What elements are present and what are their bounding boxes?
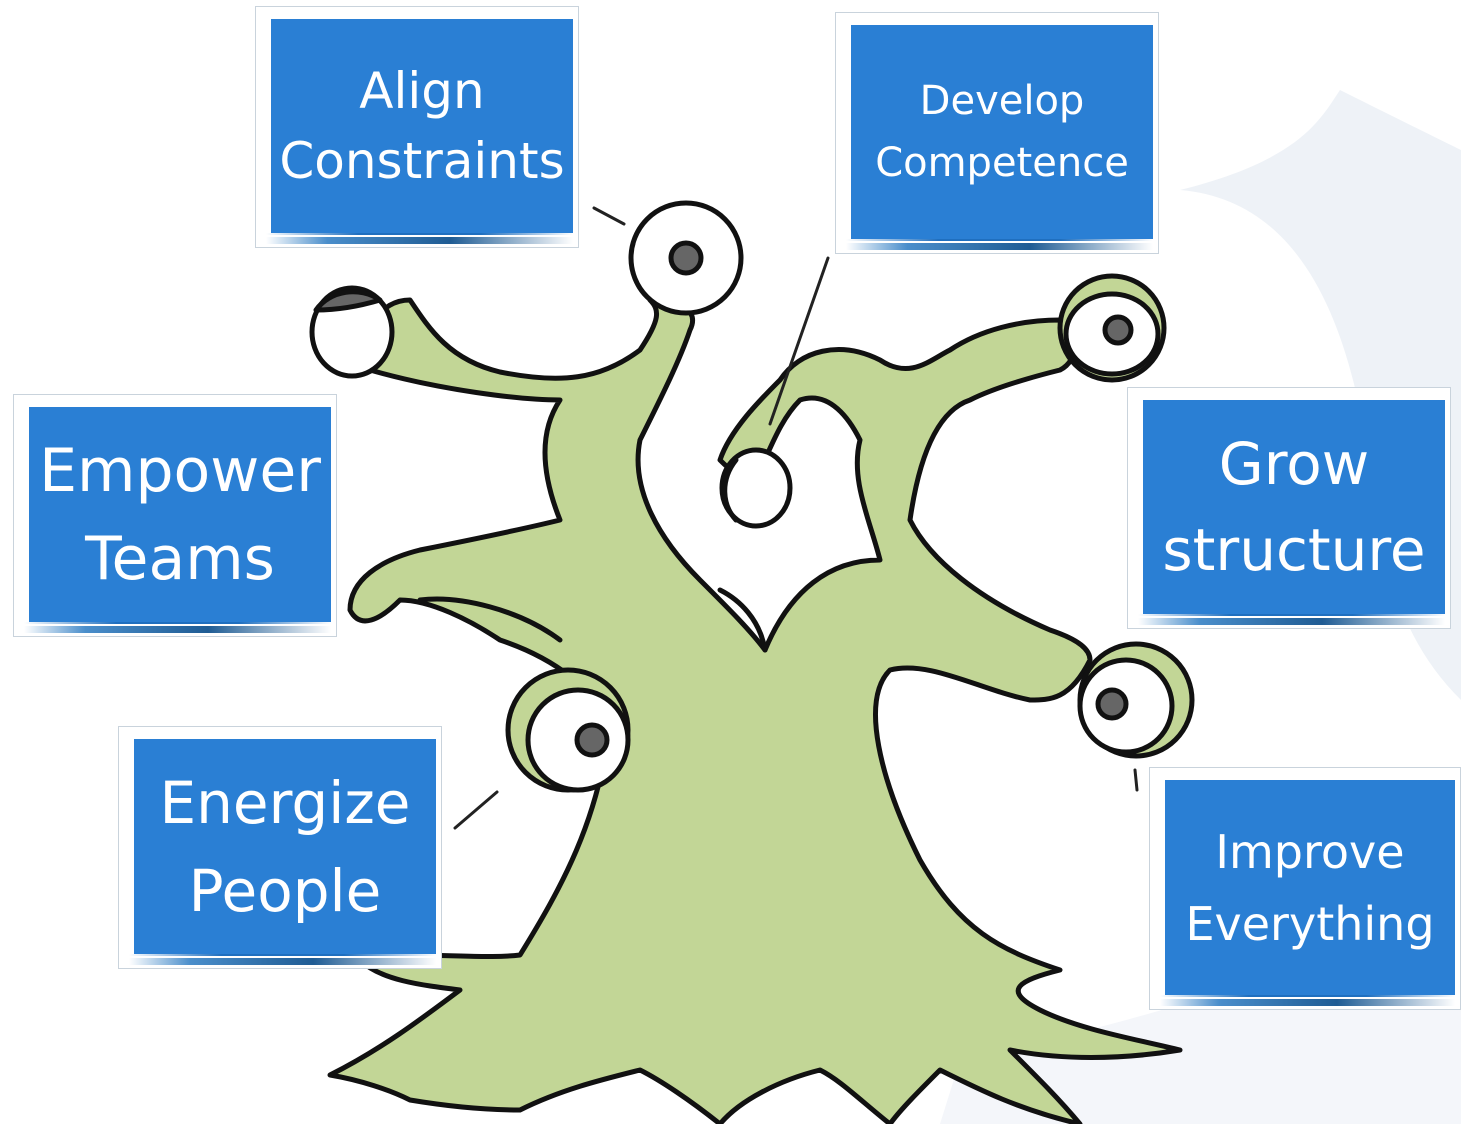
card-label: Energize People bbox=[159, 768, 411, 925]
card-footer-strip bbox=[266, 233, 573, 244]
trunk-curl-line-2 bbox=[717, 587, 768, 653]
eye-top-right bbox=[1057, 273, 1167, 383]
card-footer-strip bbox=[1160, 995, 1455, 1006]
card-empower-teams: Empower Teams bbox=[13, 394, 337, 637]
card-footer-strip bbox=[129, 954, 436, 965]
eye-lower-right bbox=[1077, 641, 1195, 759]
trunk-curl-line bbox=[417, 596, 563, 643]
card-label: Develop Competence bbox=[875, 78, 1129, 186]
card-footer-strip bbox=[846, 239, 1153, 250]
connector-energize bbox=[453, 790, 499, 830]
connector-develop bbox=[768, 256, 830, 426]
card-align-constraints: Align Constraints bbox=[255, 6, 579, 248]
card-label: Improve Everything bbox=[1185, 824, 1435, 951]
card-footer-strip bbox=[24, 622, 331, 633]
card-footer-strip bbox=[1138, 614, 1445, 625]
card-grow-structure: Grow structure bbox=[1127, 387, 1451, 629]
connector-improve bbox=[1133, 768, 1139, 792]
eye-middle-left bbox=[719, 447, 793, 529]
connector-align bbox=[592, 206, 626, 226]
card-label: Grow structure bbox=[1162, 430, 1426, 584]
card-develop-competence: Develop Competence bbox=[835, 12, 1159, 254]
card-panel: Improve Everything bbox=[1165, 780, 1455, 995]
card-panel: Energize People bbox=[134, 739, 436, 954]
card-energize-people: Energize People bbox=[118, 726, 442, 969]
card-panel: Develop Competence bbox=[851, 25, 1153, 239]
card-label: Align Constraints bbox=[279, 62, 565, 190]
card-label: Empower Teams bbox=[39, 435, 321, 594]
tree-trunk bbox=[327, 297, 1183, 1124]
card-panel: Empower Teams bbox=[29, 407, 331, 622]
card-improve-everything: Improve Everything bbox=[1149, 767, 1461, 1010]
card-panel: Align Constraints bbox=[271, 19, 573, 233]
eye-top-center bbox=[628, 200, 744, 316]
eye-top-left bbox=[309, 285, 395, 379]
eye-lower-left bbox=[505, 667, 631, 793]
card-panel: Grow structure bbox=[1143, 400, 1445, 614]
